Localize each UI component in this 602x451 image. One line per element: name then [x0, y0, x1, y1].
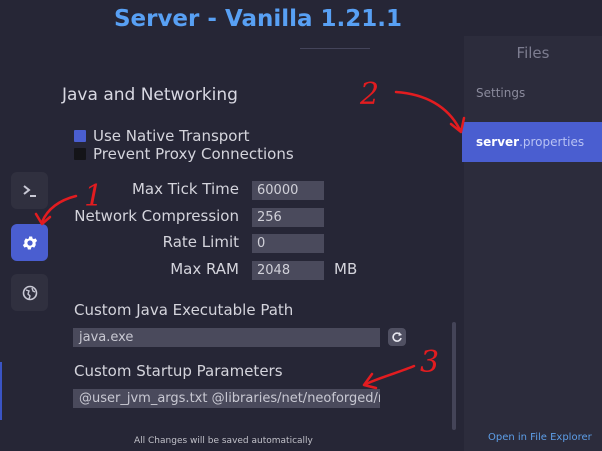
file-item-settings[interactable]: Settings [476, 86, 526, 100]
startup-params-label: Custom Startup Parameters [74, 362, 283, 380]
annotation-arrowhead-3 [362, 372, 378, 390]
rate-limit-input[interactable]: 0 [252, 234, 324, 253]
window-title: Server - Vanilla 1.21.1 [113, 6, 403, 32]
refresh-icon [392, 332, 402, 342]
reset-java-path-button[interactable] [388, 328, 406, 346]
max-tick-time-input[interactable]: 60000 [252, 181, 324, 200]
open-in-file-explorer-link[interactable]: Open in File Explorer [488, 432, 592, 443]
native-transport-option[interactable]: Use Native Transport [74, 127, 250, 145]
files-panel [464, 36, 602, 451]
max-ram-label: Max RAM [170, 260, 239, 278]
autosave-note: All Changes will be saved automatically [134, 436, 313, 446]
terminal-icon [22, 184, 36, 197]
file-extension: .properties [519, 135, 585, 149]
globe-icon [22, 285, 37, 300]
annotation-marker-2: 2 [359, 77, 379, 112]
annotation-marker-3: 3 [420, 345, 439, 380]
prevent-proxy-checkbox[interactable] [74, 148, 86, 160]
prevent-proxy-option[interactable]: Prevent Proxy Connections [74, 145, 294, 163]
startup-params-input[interactable]: @user_jvm_args.txt @libraries/net/neofor… [73, 389, 380, 408]
file-item-server-properties[interactable]: server.properties [462, 122, 602, 162]
native-transport-checkbox[interactable] [74, 130, 86, 142]
network-compression-input[interactable]: 256 [252, 208, 324, 227]
max-ram-input[interactable]: 2048 [252, 261, 324, 280]
rate-limit-label: Rate Limit [162, 233, 239, 251]
title-divider [300, 48, 370, 49]
settings-button[interactable] [11, 224, 48, 261]
annotation-arrowhead-1 [34, 212, 52, 226]
section-title: Java and Networking [62, 85, 238, 105]
gear-icon [22, 235, 37, 250]
file-name: server [476, 135, 520, 149]
network-button[interactable] [11, 274, 48, 311]
annotation-arrow-3 [364, 364, 416, 386]
native-transport-label: Use Native Transport [93, 127, 250, 145]
java-path-input[interactable]: java.exe [73, 328, 380, 347]
max-tick-time-label: Max Tick Time [131, 180, 239, 198]
console-button[interactable] [11, 172, 48, 209]
scrollbar-thumb[interactable] [452, 322, 456, 430]
annotation-arrow-2 [394, 90, 462, 132]
files-title: Files [516, 44, 550, 62]
java-path-label: Custom Java Executable Path [74, 301, 294, 319]
network-compression-label: Network Compression [74, 207, 239, 225]
rail-edge-indicator [0, 362, 2, 420]
prevent-proxy-label: Prevent Proxy Connections [93, 145, 294, 163]
max-ram-unit: MB [334, 260, 358, 278]
